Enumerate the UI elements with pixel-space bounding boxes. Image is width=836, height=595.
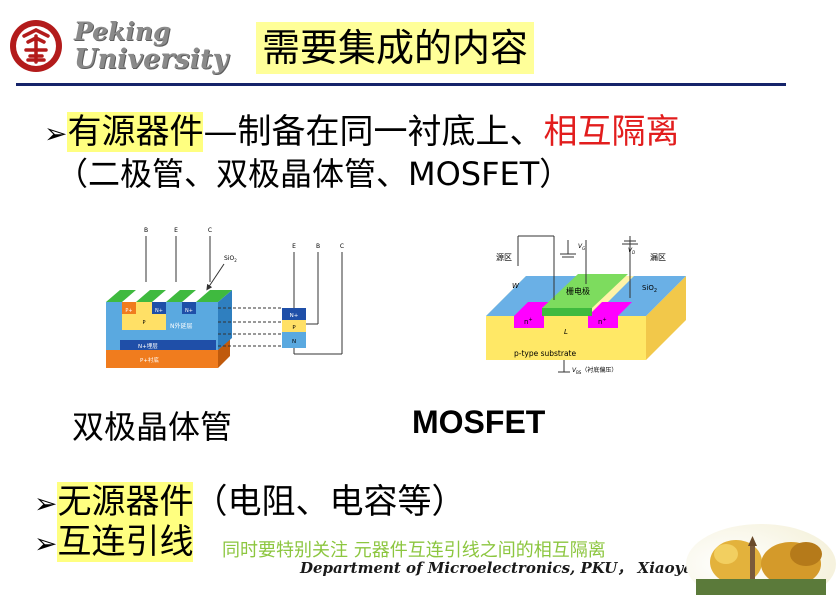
mos-gate-label: 栅电极 xyxy=(566,286,590,296)
mos-width-label: W xyxy=(512,282,520,290)
mos-n-plus-left: n+ xyxy=(524,317,533,326)
passive-devices-text: （电阻、电容等） xyxy=(193,482,466,522)
bullet-passive-devices: ➢无源器件（电阻、电容等） xyxy=(34,480,465,526)
bullet-interconnect: ➢互连引线 xyxy=(34,520,194,566)
mos-vg-label: VG xyxy=(578,243,585,251)
mos-vd-label: VD xyxy=(628,247,635,255)
bjt-caption: 双极晶体管 xyxy=(72,408,233,446)
mosfet-caption: MOSFET xyxy=(412,404,546,440)
bullet-arrow-icon: ➢ xyxy=(44,117,68,150)
mos-vbs-label: VBS（衬底偏压） xyxy=(572,366,617,375)
mos-length-label: L xyxy=(564,328,568,336)
bjt-terminal-b: B xyxy=(144,227,148,234)
bjt-n-epi-label: N外延层 xyxy=(170,322,193,330)
logo-wordmark: Peking University xyxy=(74,18,228,74)
mos-drain-label: 漏区 xyxy=(650,252,666,262)
bjt-emitter-nplus-label: N+ xyxy=(155,308,163,314)
bjt-p-plus-label: P+ xyxy=(125,308,132,314)
interconnect-highlight: 互连引线 xyxy=(57,522,194,562)
title-divider xyxy=(16,83,786,86)
isolation-note: 同时要特别关注 元器件互连引线之间的相互隔离 xyxy=(222,540,606,561)
stack-p-label: P xyxy=(292,325,296,331)
active-devices-highlight: 有源器件 xyxy=(67,112,204,152)
footer-department: Department of Microelectronics, PKU， Xia… xyxy=(300,559,737,577)
pku-seal-icon xyxy=(10,20,62,72)
active-devices-subline: （二极管、双极晶体管、MOSFET） xyxy=(56,155,572,193)
bullet-arrow-icon: ➢ xyxy=(34,527,58,560)
active-devices-text: —制备在同一衬底上、 xyxy=(203,112,544,152)
bjt-p-sub-label: P+衬底 xyxy=(140,356,159,364)
bjt-terminal-c: C xyxy=(208,227,212,234)
logo-line1: Peking xyxy=(74,17,171,46)
mos-sio2-label: SiO2 xyxy=(642,284,657,294)
bjt-collector-nplus-label: N+ xyxy=(185,308,193,314)
bjt-sio2-label: SiO2 xyxy=(224,255,237,263)
mos-substrate-label: p-type substrate xyxy=(514,349,576,358)
campus-photo xyxy=(686,524,836,595)
bullet-active-devices: ➢有源器件—制备在同一衬底上、相互隔离 xyxy=(44,110,679,156)
bjt-right-terminal-c: C xyxy=(340,243,344,250)
mos-n-plus-right: n+ xyxy=(598,317,607,326)
bjt-n-buried-label: N+埋层 xyxy=(138,342,158,350)
bjt-cross-section-diagram: B E C E B C SiO2 P+ P N+ N+ N外延层 N+埋层 P+… xyxy=(106,227,344,368)
bjt-p-label: P xyxy=(142,320,145,326)
stack-n-plus-label: N+ xyxy=(290,313,299,319)
mosfet-cross-section-diagram: 源区 漏区 栅电极 SiO2 W L n+ n+ p-type substrat… xyxy=(486,235,686,375)
stack-n-label: N xyxy=(292,339,296,345)
isolation-emphasis: 相互隔离 xyxy=(543,112,680,152)
passive-devices-highlight: 无源器件 xyxy=(57,482,194,522)
bjt-terminal-e: E xyxy=(174,227,178,234)
bullet-arrow-icon: ➢ xyxy=(34,487,58,520)
bjt-right-terminal-e: E xyxy=(292,243,296,250)
page-title: 需要集成的内容 xyxy=(256,22,535,74)
mos-source-label: 源区 xyxy=(496,253,512,262)
logo-line2: University xyxy=(74,44,229,75)
university-logo: Peking University xyxy=(8,8,238,83)
bjt-right-terminal-b: B xyxy=(316,243,320,250)
